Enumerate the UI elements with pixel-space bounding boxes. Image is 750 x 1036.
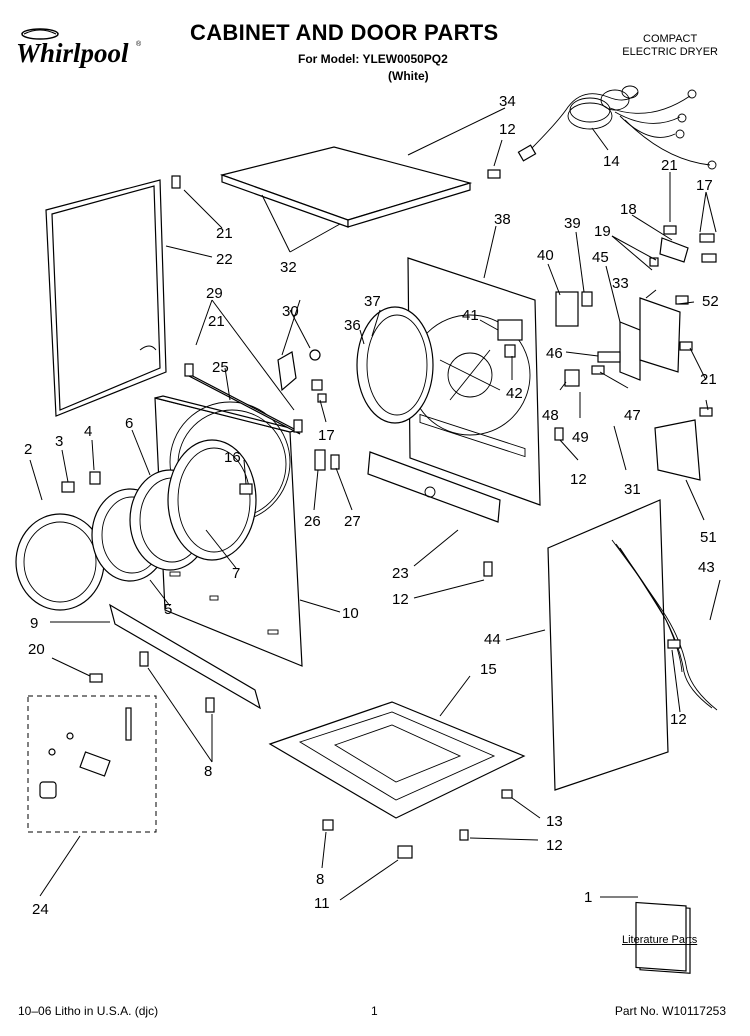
callout-38: 38: [494, 211, 511, 228]
callout-9: 9: [30, 615, 38, 632]
base-bracket[interactable]: [367, 451, 501, 523]
callout-12: 12: [570, 471, 587, 488]
callout-12: 12: [546, 837, 563, 854]
left-side-panel[interactable]: [45, 179, 167, 417]
drum-seal[interactable]: [356, 306, 434, 424]
callout-17: 17: [696, 177, 713, 194]
callout-40: 40: [537, 247, 554, 264]
product-type-line1: COMPACT: [643, 33, 698, 45]
literature-parts-label: Literature Parts: [622, 934, 698, 946]
callout-22: 22: [216, 251, 233, 268]
power-cord[interactable]: [517, 85, 717, 170]
callout-47: 47: [624, 407, 641, 424]
hardware-screws[interactable]: [89, 169, 717, 859]
callout-2: 2: [24, 441, 32, 458]
wire-harness[interactable]: [611, 539, 718, 711]
callout-15: 15: [480, 661, 497, 678]
callout-34: 34: [499, 93, 516, 110]
callout-45: 45: [592, 249, 609, 266]
callout-5: 5: [164, 601, 172, 618]
callout-37: 37: [364, 293, 381, 310]
callout-21: 21: [208, 313, 225, 330]
door-inner[interactable]: [129, 439, 257, 571]
callout-12: 12: [499, 121, 516, 138]
callout-44: 44: [484, 631, 501, 648]
print-info: 10–06 Litho in U.S.A. (djc): [18, 1004, 159, 1018]
part-number: Part No. W10117253: [614, 1004, 726, 1018]
callout-49: 49: [572, 429, 589, 446]
callout-31: 31: [624, 481, 641, 498]
page-title: CABINET AND DOOR PARTS: [190, 20, 499, 45]
callout-8: 8: [316, 871, 324, 888]
service-kit-box[interactable]: [27, 695, 157, 833]
callout-32: 32: [280, 259, 297, 276]
callout-13: 13: [546, 813, 563, 830]
door-latch-parts[interactable]: [61, 349, 340, 495]
callout-4: 4: [84, 423, 92, 440]
control-components[interactable]: [497, 237, 689, 387]
callout-33: 33: [612, 275, 629, 292]
callout-36: 36: [344, 317, 361, 334]
callout-25: 25: [212, 359, 229, 376]
callout-17: 17: [318, 427, 335, 444]
model-number: For Model: YLEW0050PQ2: [298, 52, 448, 66]
top-panel[interactable]: [219, 146, 473, 228]
svg-text:®: ®: [136, 40, 142, 48]
callout-8: 8: [204, 763, 212, 780]
callout-10: 10: [342, 605, 359, 622]
callout-48: 48: [542, 407, 559, 424]
callout-19: 19: [594, 223, 611, 240]
callout-43: 43: [698, 559, 715, 576]
vent-duct[interactable]: [654, 419, 701, 481]
callout-42: 42: [506, 385, 523, 402]
callout-29: 29: [206, 285, 223, 302]
callout-52: 52: [702, 293, 719, 310]
toe-kick-panel[interactable]: [109, 603, 261, 710]
callout-6: 6: [125, 415, 133, 432]
callout-39: 39: [564, 215, 581, 232]
door-outer-ring[interactable]: [15, 513, 105, 611]
product-type-line2: ELECTRIC DRYER: [622, 46, 718, 58]
callout-1: 1: [584, 889, 592, 906]
callout-21: 21: [700, 371, 717, 388]
callout-12: 12: [392, 591, 409, 608]
callout-7: 7: [232, 565, 240, 582]
callout-11: 11: [314, 895, 330, 912]
literature-parts[interactable]: [635, 901, 691, 974]
callout-3: 3: [55, 433, 63, 450]
product-type: COMPACT ELECTRIC DRYER: [622, 33, 718, 59]
leader-lines: [29, 107, 721, 901]
callout-30: 30: [282, 303, 299, 320]
callout-21: 21: [216, 225, 233, 242]
callout-12: 12: [670, 711, 687, 728]
callout-26: 26: [304, 513, 321, 530]
base-pan[interactable]: [268, 701, 526, 819]
callout-24: 24: [32, 901, 49, 918]
right-side-panel[interactable]: [547, 499, 669, 791]
callout-numbers: 34 12 14 21 17 18 19 21 22 32 38 39 40 4…: [24, 93, 719, 918]
model-color: (White): [388, 69, 429, 83]
callout-21: 21: [661, 157, 678, 174]
callout-16: 16: [224, 449, 241, 466]
callout-20: 20: [28, 641, 45, 658]
callout-27: 27: [344, 513, 361, 530]
callout-41: 41: [462, 307, 479, 324]
svg-text:Whirlpool: Whirlpool: [16, 38, 129, 68]
whirlpool-logo: Whirlpool ®: [16, 28, 142, 68]
callout-46: 46: [546, 345, 563, 362]
callout-51: 51: [700, 529, 717, 546]
callout-23: 23: [392, 565, 409, 582]
callout-14: 14: [603, 153, 620, 170]
page-number: 1: [371, 1004, 378, 1018]
callout-18: 18: [620, 201, 637, 218]
